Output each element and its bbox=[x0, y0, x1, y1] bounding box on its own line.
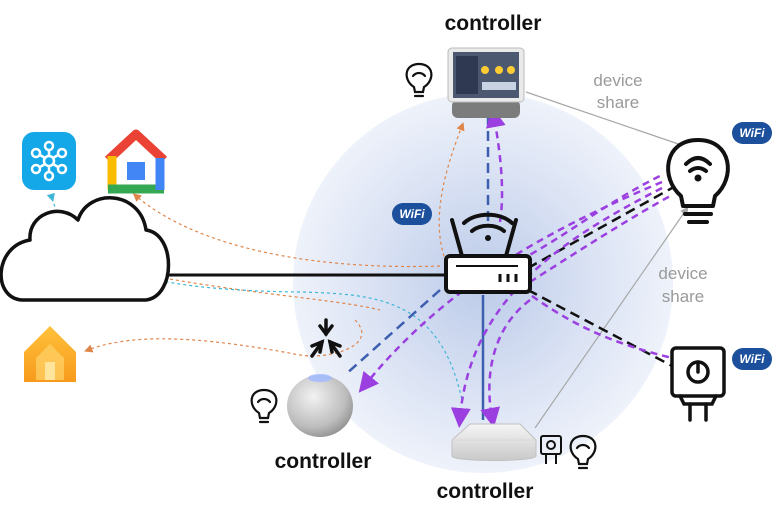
bulb-icon bbox=[666, 138, 730, 224]
cloud-icon bbox=[0, 196, 171, 302]
orange-link-google bbox=[132, 193, 441, 268]
bulb-icon bbox=[569, 434, 597, 470]
purple-link-hub-b bbox=[480, 299, 531, 428]
device-share-label-top-1: device bbox=[593, 71, 642, 90]
bulb-icon bbox=[250, 388, 278, 424]
wifi-badge-label: WiFi bbox=[739, 352, 765, 366]
controller-label-top: controller bbox=[445, 12, 542, 35]
wifi-badge-icon: WiFi bbox=[732, 348, 772, 370]
blue-link-homepod bbox=[344, 289, 441, 376]
purple-link-nest bbox=[485, 107, 506, 223]
purple-link-hub-a bbox=[450, 186, 663, 428]
wifi-badge-icon: WiFi bbox=[392, 203, 432, 225]
controller-label-left: controller bbox=[275, 450, 372, 473]
homepod-icon bbox=[287, 374, 353, 437]
apple-home-icon bbox=[24, 326, 76, 382]
wifi-badge-icon: WiFi bbox=[732, 122, 772, 144]
google-home-icon bbox=[104, 129, 168, 194]
router-icon bbox=[444, 212, 532, 294]
orange-link-nest bbox=[438, 122, 465, 263]
device-share-label-mid-2: share bbox=[662, 287, 705, 306]
device-share-label-mid-1: device bbox=[658, 264, 707, 283]
purple-link-plug bbox=[531, 294, 673, 360]
purple-link-bulb-mid bbox=[529, 193, 673, 284]
bulb-icon bbox=[405, 62, 433, 98]
wifi-badge-label: WiFi bbox=[739, 126, 765, 140]
smart-plug-icon bbox=[540, 435, 562, 464]
matter-icon bbox=[310, 318, 342, 358]
device-share-label-top-2: share bbox=[597, 93, 640, 112]
router-plug-link bbox=[527, 288, 677, 370]
purple-link-bulb-top bbox=[519, 173, 663, 262]
device-share-line-mid bbox=[534, 206, 689, 429]
orange-link-apple bbox=[84, 319, 363, 357]
nest-hub-icon bbox=[447, 47, 525, 118]
controller-label-bottom: controller bbox=[437, 480, 534, 503]
smartthings-icon bbox=[22, 132, 76, 190]
router-bulb-link bbox=[527, 186, 673, 270]
hub-box-icon bbox=[451, 423, 537, 461]
smart-plug-icon bbox=[670, 346, 726, 422]
device-share-line-top bbox=[525, 91, 700, 153]
wifi-badge-label: WiFi bbox=[399, 207, 425, 221]
